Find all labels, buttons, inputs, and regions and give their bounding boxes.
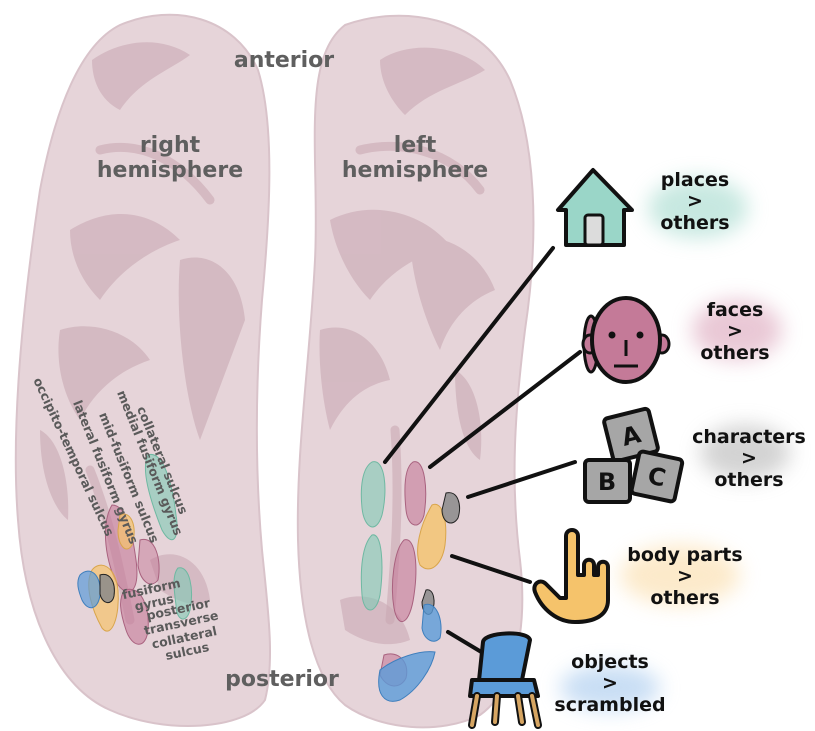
left-place-roi [361,462,385,527]
faces-line2: > [680,321,790,342]
faces-line3: others [680,343,790,364]
body-parts-label: body parts > others [615,545,755,609]
faces-label: faces > others [680,300,790,364]
objects-line1: objects [540,652,680,673]
block-b-letter: B [598,468,616,496]
places-line3: others [640,213,750,234]
characters-line1: characters [684,427,814,448]
left-hemisphere-line1: left [325,133,505,158]
characters-label: characters > others [684,427,814,491]
right-hemisphere-line2: hemisphere [80,158,260,183]
places-line1: places [640,170,750,191]
characters-line3: others [684,470,814,491]
hand-icon [534,530,608,622]
body-parts-line3: others [615,588,755,609]
posterior-label: posterior [212,667,352,692]
characters-line2: > [684,448,814,469]
body-parts-line1: body parts [615,545,755,566]
objects-label: objects > scrambled [540,652,680,716]
places-line2: > [640,191,750,212]
left-face-roi [405,462,426,525]
right-hemisphere-label: right hemisphere [80,133,260,184]
face-icon [583,298,669,382]
objects-line3: scrambled [540,695,680,716]
anterior-label: anterior [214,48,354,73]
left-hemisphere-label: left hemisphere [325,133,505,184]
right-hemisphere-line1: right [80,133,260,158]
left-character-roi [442,493,460,523]
faces-line1: faces [680,300,790,321]
body-parts-line2: > [615,566,755,587]
left-hemisphere-line2: hemisphere [325,158,505,183]
letter-blocks-icon: A B C [585,408,683,502]
house-icon [558,170,632,245]
objects-line2: > [540,673,680,694]
places-label: places > others [640,170,750,234]
